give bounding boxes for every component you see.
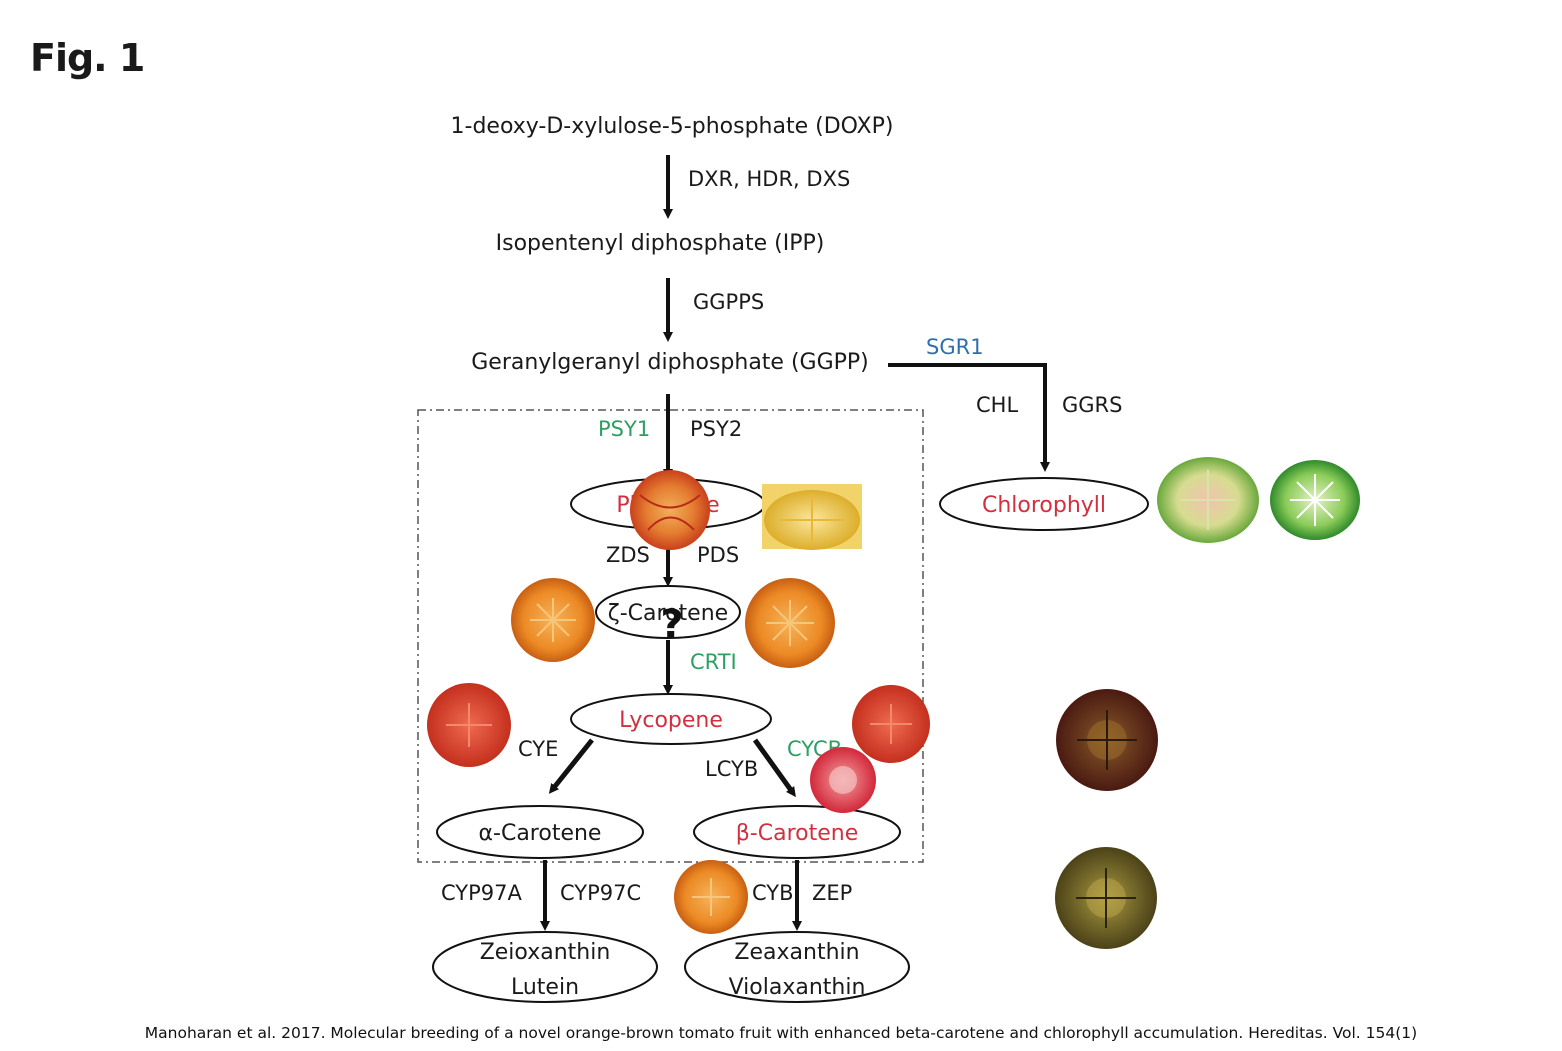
tomato-photo-orange-left (511, 578, 595, 662)
node-beta-carotene (693, 805, 901, 859)
enzyme-ggpps: GGPPS (693, 290, 764, 314)
node-zeta-carotene (595, 585, 741, 639)
tomato-photo-green (1270, 459, 1361, 541)
enzyme-sgr1: SGR1 (926, 335, 984, 359)
compound-alpha-carotene: α-Carotene (479, 821, 602, 846)
compound-zeioxanthin: Zeioxanthin (480, 940, 611, 965)
tomato-photo-green-pink (1157, 457, 1259, 543)
enzyme-psy2: PSY2 (690, 417, 742, 441)
tomato-photo-brown (1056, 689, 1158, 791)
compound-chlorophyll: Chlorophyll (982, 493, 1106, 518)
node-alpha-carotene (436, 805, 644, 859)
compound-ipp: Isopentenyl diphosphate (IPP) (496, 231, 825, 256)
enzyme-crti: CRTI (690, 650, 737, 674)
node-zeaxanthin-violaxanthin (684, 931, 910, 1003)
enzyme-cyp97a: CYP97A (441, 881, 523, 905)
compound-zeaxanthin: Zeaxanthin (734, 940, 859, 965)
enzyme-cyb: CYB (752, 881, 794, 905)
arrow-ggpp-chlorophyll (888, 363, 1050, 472)
carotenoid-region-box (417, 409, 924, 863)
arrow-lycopene-alpha (548, 738, 594, 794)
tomato-photo-olive (1055, 847, 1157, 949)
compound-lycopene: Lycopene (619, 708, 723, 733)
compound-zeta-carotene: ζ-Carotene (608, 601, 728, 626)
tomato-photo-orange-right (745, 578, 835, 668)
enzyme-cyp97c: CYP97C (560, 881, 641, 905)
node-lycopene (570, 693, 772, 745)
arrow-lycopene-beta (752, 738, 796, 798)
tomato-photo-orange-red-phytoene (630, 470, 710, 550)
tomato-photo-red-left (427, 683, 511, 767)
enzyme-zep: ZEP (812, 881, 852, 905)
node-chlorophyll (939, 477, 1149, 531)
enzyme-zds: ZDS (606, 543, 650, 567)
compound-ggpp: Geranylgeranyl diphosphate (GGPP) (471, 350, 869, 375)
question-mark: ? (660, 602, 683, 648)
tomato-photo-yellow (762, 484, 862, 550)
enzyme-dxr-hdr-dxs: DXR, HDR, DXS (688, 167, 850, 191)
node-zeioxanthin-lutein (432, 931, 658, 1003)
compound-doxp: 1-deoxy-D-xylulose-5-phosphate (DOXP) (451, 114, 894, 139)
enzyme-pds: PDS (697, 543, 739, 567)
enzyme-chl: CHL (976, 393, 1018, 417)
tomato-photo-pink (810, 747, 876, 813)
compound-lutein: Lutein (511, 975, 579, 1000)
compound-violaxanthin: Violaxanthin (729, 975, 866, 1000)
tomato-photo-orange-bottom (674, 860, 748, 934)
enzyme-cye: CYE (518, 737, 558, 761)
figure-label: Fig. 1 (30, 36, 145, 80)
tomato-photo-red-right (852, 685, 930, 763)
enzyme-psy1: PSY1 (598, 417, 650, 441)
compound-beta-carotene: β-Carotene (736, 821, 858, 846)
enzyme-lcyb: LCYB (705, 757, 758, 781)
figure-caption: Manoharan et al. 2017. Molecular breedin… (144, 1024, 1418, 1042)
enzyme-ggrs: GGRS (1062, 393, 1122, 417)
